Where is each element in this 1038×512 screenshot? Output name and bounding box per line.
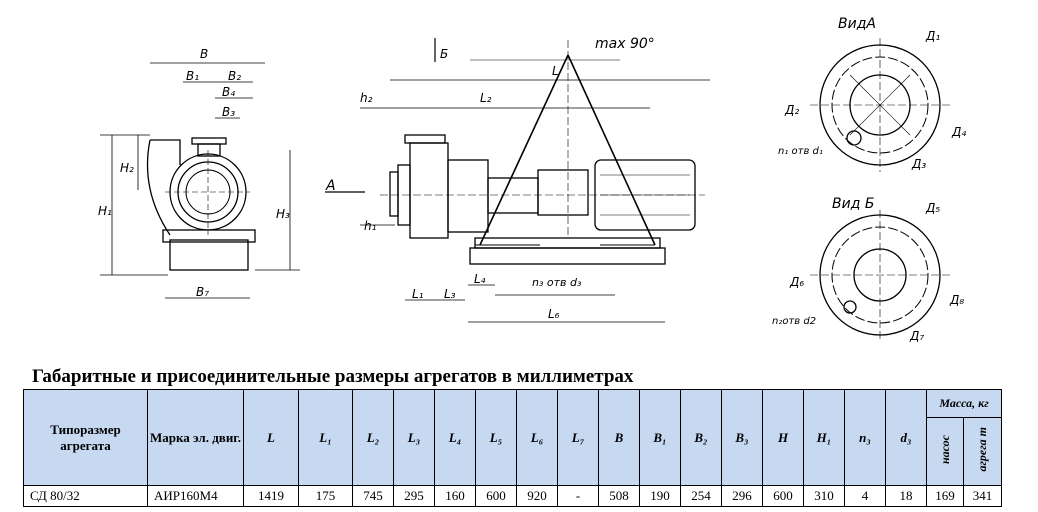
header-col: n₃ bbox=[844, 389, 886, 486]
cell-value: 310 bbox=[803, 485, 845, 507]
dim-label-h1: h₁ bbox=[364, 219, 377, 233]
dim-label-D3: Д₃ bbox=[911, 157, 926, 171]
dim-label-B1: B₁ bbox=[186, 69, 199, 83]
cell-value: 920 bbox=[516, 485, 558, 507]
view-a-label: ВидА bbox=[838, 16, 876, 32]
dimensions-table: Типоразмер агрегата Марка эл. двиг. L L₁… bbox=[23, 389, 1002, 507]
max-angle-label: max 90° bbox=[595, 36, 655, 52]
view-b-label: Вид Б bbox=[832, 196, 874, 212]
cell-value: 508 bbox=[598, 485, 640, 507]
header-mass-pump: насос bbox=[926, 417, 964, 486]
dim-label-B: B bbox=[200, 47, 208, 61]
cell-mass-pump: 169 bbox=[926, 485, 964, 507]
cell-value: 18 bbox=[885, 485, 927, 507]
header-col: B bbox=[598, 389, 640, 486]
dim-label-L6: L₆ bbox=[548, 307, 560, 321]
header-col: B₁ bbox=[639, 389, 681, 486]
cell-value: 296 bbox=[721, 485, 763, 507]
header-col: L bbox=[243, 389, 299, 486]
dim-label-D6: Д₆ bbox=[789, 275, 804, 289]
dim-label-B4: B₄ bbox=[222, 85, 235, 99]
header-col: B₃ bbox=[721, 389, 763, 486]
arrow-label-B: Б bbox=[440, 47, 448, 61]
side-view bbox=[325, 38, 710, 323]
bolt-holes-label-n1: n₁ отв d₁ bbox=[778, 146, 823, 157]
header-type: Типоразмер агрегата bbox=[23, 389, 148, 486]
cell-value: 160 bbox=[434, 485, 476, 507]
cell-value: 190 bbox=[639, 485, 681, 507]
bolt-holes-label-n2: n₂отв d2 bbox=[772, 316, 816, 327]
cell-value: 295 bbox=[393, 485, 435, 507]
header-col: H bbox=[762, 389, 804, 486]
arrow-label-A: A bbox=[325, 178, 336, 194]
header-motor: Марка эл. двиг. bbox=[147, 389, 244, 486]
dim-label-B2: B₂ bbox=[228, 69, 241, 83]
technical-drawing: B B₁ B₂ B₄ B₃ B₇ H₁ H₂ H₃ bbox=[98, 16, 966, 343]
dim-label-L3: L₃ bbox=[444, 287, 456, 301]
dim-label-D2: Д₂ bbox=[784, 103, 799, 117]
cell-value: 254 bbox=[680, 485, 722, 507]
header-col: B₂ bbox=[680, 389, 722, 486]
header-mass-unit: агрега т bbox=[963, 417, 1002, 486]
dim-label-h2: h₂ bbox=[360, 91, 373, 105]
header-col: L₆ bbox=[516, 389, 558, 486]
header-col: L₅ bbox=[475, 389, 517, 486]
cell-value: 175 bbox=[298, 485, 353, 507]
cell-value: 745 bbox=[352, 485, 394, 507]
header-col: d₃ bbox=[885, 389, 927, 486]
cell-value: 600 bbox=[762, 485, 804, 507]
cell-value: 600 bbox=[475, 485, 517, 507]
cell-motor: АИР160М4 bbox=[147, 485, 244, 507]
dim-label-L: L bbox=[552, 64, 559, 78]
end-view bbox=[100, 62, 300, 299]
header-mass: Масса, кг bbox=[926, 389, 1002, 418]
dim-label-B7: B₇ bbox=[196, 285, 209, 299]
bolt-holes-label-n3: n₃ отв d₃ bbox=[532, 276, 582, 289]
dim-label-H1: H₁ bbox=[98, 204, 112, 218]
header-mass-pump-text: насос bbox=[937, 434, 952, 464]
table-row: СД 80/32 АИР160М4 1419 175 745 295 160 6… bbox=[23, 485, 1002, 507]
dim-label-B3: B₃ bbox=[222, 105, 235, 119]
header-col: L₁ bbox=[298, 389, 353, 486]
cell-mass-unit: 341 bbox=[963, 485, 1002, 507]
dim-label-L2: L₂ bbox=[480, 91, 492, 105]
dim-label-D5: Д₅ bbox=[925, 201, 940, 215]
header-mass-unit-text: агрега т bbox=[975, 427, 989, 472]
header-col: L₃ bbox=[393, 389, 435, 486]
dim-label-L1: L₁ bbox=[412, 287, 424, 301]
header-col: L₄ bbox=[434, 389, 476, 486]
header-col: L₂ bbox=[352, 389, 394, 486]
dim-label-D7: Д₇ bbox=[909, 329, 924, 343]
cell-type: СД 80/32 bbox=[23, 485, 148, 507]
cell-value: 1419 bbox=[243, 485, 299, 507]
view-a bbox=[810, 38, 950, 172]
cell-value: - bbox=[557, 485, 599, 507]
header-col: L₇ bbox=[557, 389, 599, 486]
cell-value: 4 bbox=[844, 485, 886, 507]
dim-label-L4: L₄ bbox=[474, 272, 486, 286]
dim-label-D8: Д₈ bbox=[949, 293, 964, 307]
table-title: Габаритные и присоединительные размеры а… bbox=[32, 366, 634, 387]
dim-label-D4: Д₄ bbox=[951, 125, 966, 139]
dim-label-H2: H₂ bbox=[120, 161, 134, 175]
dim-label-D1: Д₁ bbox=[925, 29, 940, 43]
dim-label-H3: H₃ bbox=[276, 207, 290, 221]
view-b bbox=[810, 210, 950, 342]
header-col: H₁ bbox=[803, 389, 845, 486]
